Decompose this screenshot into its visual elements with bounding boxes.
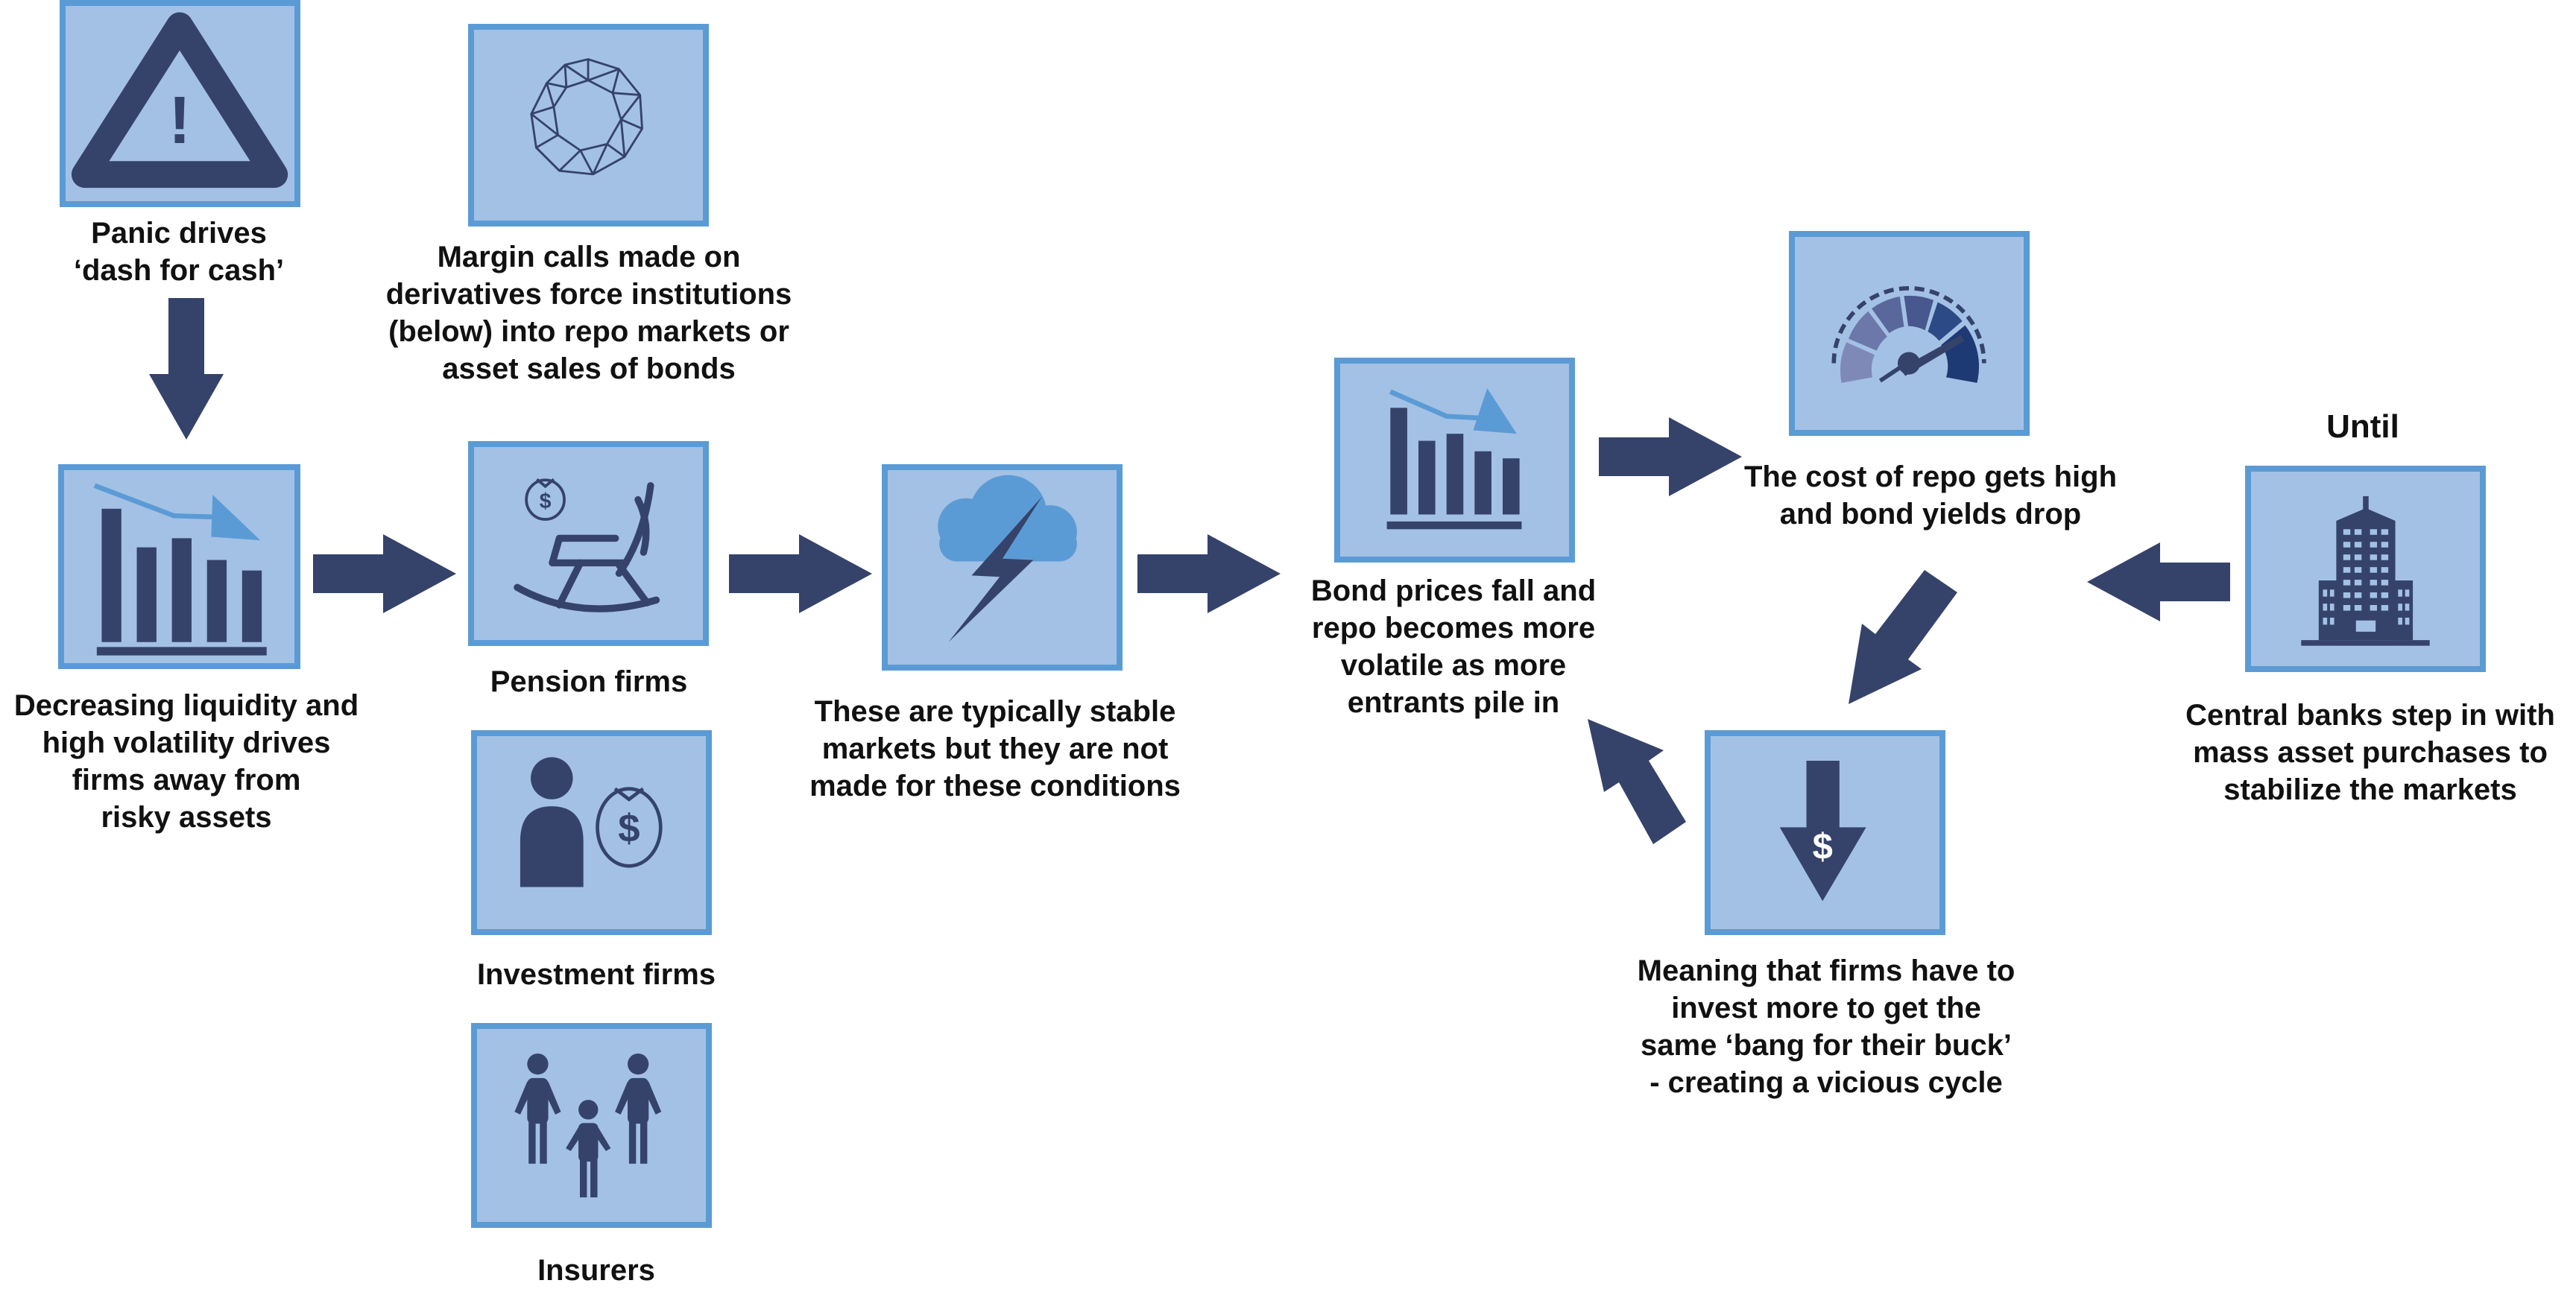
liquidity-box bbox=[58, 464, 300, 669]
declining-bar-chart-icon bbox=[1386, 387, 1522, 530]
cost-of-repo-box bbox=[1789, 231, 2030, 436]
svg-text:!: ! bbox=[168, 83, 191, 158]
meaning-label: Meaning that firms have to invest more t… bbox=[1637, 954, 2015, 1099]
meaning-box: $ bbox=[1705, 730, 1945, 935]
investment-label: Investment firms bbox=[476, 958, 716, 991]
svg-text:$: $ bbox=[1813, 827, 1833, 867]
arrow-down-panic bbox=[149, 298, 224, 440]
stable-markets-box bbox=[882, 464, 1123, 671]
bond-prices-box bbox=[1334, 358, 1575, 563]
arrow-down-left-cost bbox=[1849, 570, 1957, 704]
arrow-right-liquidity bbox=[313, 534, 456, 613]
pension-box: $ bbox=[468, 441, 709, 646]
stable-markets-label: These are typically stable markets but t… bbox=[809, 695, 1181, 802]
arrow-left-central bbox=[2087, 542, 2230, 621]
family-icon bbox=[514, 1053, 662, 1198]
insurers-label: Insurers bbox=[537, 1254, 655, 1287]
arrow-right-pension bbox=[729, 534, 872, 613]
svg-text:$: $ bbox=[540, 489, 552, 513]
margin-calls-box bbox=[468, 24, 709, 227]
pension-label: Pension firms bbox=[490, 665, 688, 698]
declining-bar-chart-icon bbox=[93, 483, 267, 656]
investment-box: $ bbox=[471, 730, 712, 935]
skyscraper-icon bbox=[2301, 495, 2430, 646]
bond-prices-label: Bond prices fall and repo becomes more v… bbox=[1310, 574, 1597, 719]
arrow-right-stable bbox=[1137, 534, 1281, 613]
speedometer-icon bbox=[1831, 285, 1986, 383]
margin-calls-label: Margin calls made on derivatives force i… bbox=[385, 241, 792, 385]
central-banks-box bbox=[2245, 466, 2486, 672]
insurers-box bbox=[471, 1023, 712, 1228]
arrow-up-left-meaning bbox=[1588, 719, 1686, 844]
central-banks-label: Central banks step in with mass asset pu… bbox=[2185, 699, 2555, 806]
dollar-down-arrow-icon: $ bbox=[1779, 760, 1866, 902]
liquidity-label: Decreasing liquidity and high volatility… bbox=[13, 689, 359, 834]
rocking-chair-icon: $ bbox=[514, 478, 660, 612]
person-money-bag-icon: $ bbox=[520, 757, 663, 887]
panic-box: ! bbox=[60, 0, 300, 207]
arrow-right-bond bbox=[1599, 417, 1742, 496]
cost-of-repo-label: The cost of repo gets high and bond yiel… bbox=[1743, 460, 2118, 531]
warning-icon: ! bbox=[71, 12, 288, 189]
polyhedron-icon bbox=[530, 58, 643, 176]
svg-text:$: $ bbox=[618, 806, 640, 850]
storm-cloud-icon bbox=[938, 475, 1077, 642]
until-heading: Until bbox=[2326, 408, 2399, 445]
panic-label: Panic drives ‘dash for cash’ bbox=[73, 217, 285, 287]
